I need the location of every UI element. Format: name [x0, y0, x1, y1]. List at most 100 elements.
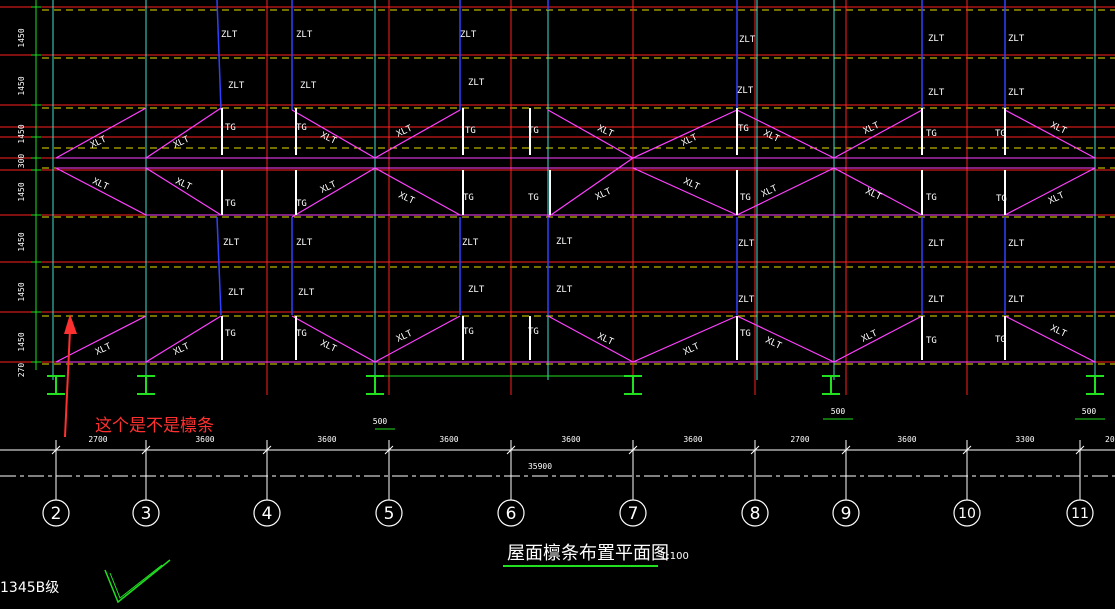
dimension-tick [841, 445, 851, 455]
annotation-note: 这个是不是檩条 [95, 416, 214, 436]
axis-bubble-11[interactable]: 11 [1066, 499, 1094, 527]
tie-rod-label: ZLT [556, 237, 573, 247]
tie-rod-label: ZLT [738, 239, 755, 249]
tie-rod-label: ZLT [296, 238, 313, 248]
vertical-dimension: 1450 [17, 124, 26, 143]
bay-dimension: 3600 [897, 435, 916, 444]
strut-label: TG [995, 335, 1006, 345]
axis-number: 7 [628, 504, 639, 524]
dimension-tick [962, 445, 972, 455]
brace-line [547, 109, 634, 159]
axis-number: 5 [384, 504, 395, 524]
brace-line [736, 167, 835, 216]
bay-dimension: 3600 [439, 435, 458, 444]
strut-label: TG [296, 199, 307, 209]
strut-label: TG [225, 199, 236, 209]
annotation-arrow [64, 314, 77, 438]
brace-line [55, 315, 147, 363]
strut-label: TG [225, 123, 236, 133]
brace-line [55, 107, 147, 159]
drawing-title: 屋面檩条布置平面图 [507, 543, 669, 564]
strut-label: TG [926, 193, 937, 203]
offset-dimension: 500 [1082, 407, 1097, 416]
bay-dimension: 3600 [561, 435, 580, 444]
brace-line [291, 167, 376, 218]
axis-bubble-9[interactable]: 9 [832, 499, 860, 527]
drawing-title-block: 屋面檩条布置平面图 1:100 [503, 543, 689, 567]
tie-rod-label: ZLT [1008, 295, 1025, 305]
brace-line [833, 109, 923, 159]
brace-line [1004, 167, 1096, 216]
axis-bubble-2[interactable]: 2 [42, 499, 70, 527]
brace-line [145, 107, 222, 159]
tie-rod-label: ZLT [1008, 88, 1025, 98]
axis-bubble-8[interactable]: 8 [741, 499, 769, 527]
brace-line [145, 315, 222, 363]
brace-line [145, 167, 222, 216]
axis-bubble-10[interactable]: 10 [953, 499, 981, 527]
dimension-tick [1075, 445, 1085, 455]
strut-label: TG [528, 126, 539, 136]
dimension-tick [750, 445, 760, 455]
brace-line [1004, 315, 1096, 363]
strut-label: TG [296, 123, 307, 133]
brace-line [374, 109, 461, 159]
member-layer [47, 0, 1104, 395]
tie-rod-label: ZLT [1008, 239, 1025, 249]
axis-bubbles: 2 3 4 5 6 7 8 9 10 11 [42, 499, 1094, 527]
vertical-dimension: 1450 [17, 76, 26, 95]
axis-bubble-5[interactable]: 5 [375, 499, 403, 527]
strut-label: TG [995, 129, 1006, 139]
strut-label: TG [296, 329, 307, 339]
tie-rod-label: ZLT [1008, 34, 1025, 44]
brace-line [291, 315, 376, 363]
axis-bubble-4[interactable]: 4 [253, 499, 281, 527]
brace-line [374, 315, 461, 363]
strut-label: TG [225, 329, 236, 339]
brace-line [547, 315, 634, 363]
tie-rod-label: ZLT [928, 34, 945, 44]
bay-dimension: 3600 [683, 435, 702, 444]
offset-dimension: 500 [373, 417, 388, 426]
tie-rod-label: ZLT [739, 35, 756, 45]
axis-bubble-3[interactable]: 3 [132, 499, 160, 527]
tie-rod-label: ZLT [228, 288, 245, 298]
label-layer: ZLT ZLT ZLT ZLT ZLT ZLT ZLT ZLT ZLT ZLT ZLT ZLT ZLT Z… [89, 30, 1068, 358]
strut-label: TG [738, 124, 749, 134]
brace-line [632, 167, 738, 216]
brace-line [833, 167, 923, 216]
axis-number: 9 [841, 504, 852, 524]
tie-rod-label: ZLT [556, 285, 573, 295]
axis-bubble-7[interactable]: 7 [619, 499, 647, 527]
cut-off-dimension: 20 [1105, 435, 1115, 444]
total-dimension: 35900 [528, 462, 552, 471]
strut-label: TG [463, 193, 474, 203]
dimension-tick [506, 445, 516, 455]
vertical-dimension: 1450 [17, 232, 26, 251]
brace-line [833, 315, 923, 363]
tie-rod-label: ZLT [468, 285, 485, 295]
dimension-tick [628, 445, 638, 455]
dimension-layer: 2700 3600 3600 3600 3600 3600 2700 3600 … [88, 407, 1114, 471]
vertical-dimension: 1450 [17, 332, 26, 351]
axis-number: 10 [958, 506, 976, 522]
dimension-tick [51, 445, 61, 455]
bay-dimension: 3300 [1015, 435, 1034, 444]
tie-rod-label: ZLT [296, 30, 313, 40]
brace-line [55, 167, 147, 216]
tie-rod-label: ZLT [221, 30, 238, 40]
tie-rod-label: ZLT [737, 86, 754, 96]
dimension-tick [384, 445, 394, 455]
brace-line [291, 109, 376, 159]
strut-label: TG [740, 193, 751, 203]
tie-rod-label: ZLT [298, 288, 315, 298]
brace-line [736, 315, 835, 363]
bay-dimension: 2700 [88, 435, 107, 444]
check-mark-icon [104, 559, 171, 604]
drawing-scale: 1:100 [660, 551, 689, 562]
axis-bubble-6[interactable]: 6 [497, 499, 525, 527]
brace-line [736, 109, 835, 159]
dimension-tick [262, 445, 272, 455]
bay-dimension: 3600 [195, 435, 214, 444]
strut-label: TG [926, 129, 937, 139]
